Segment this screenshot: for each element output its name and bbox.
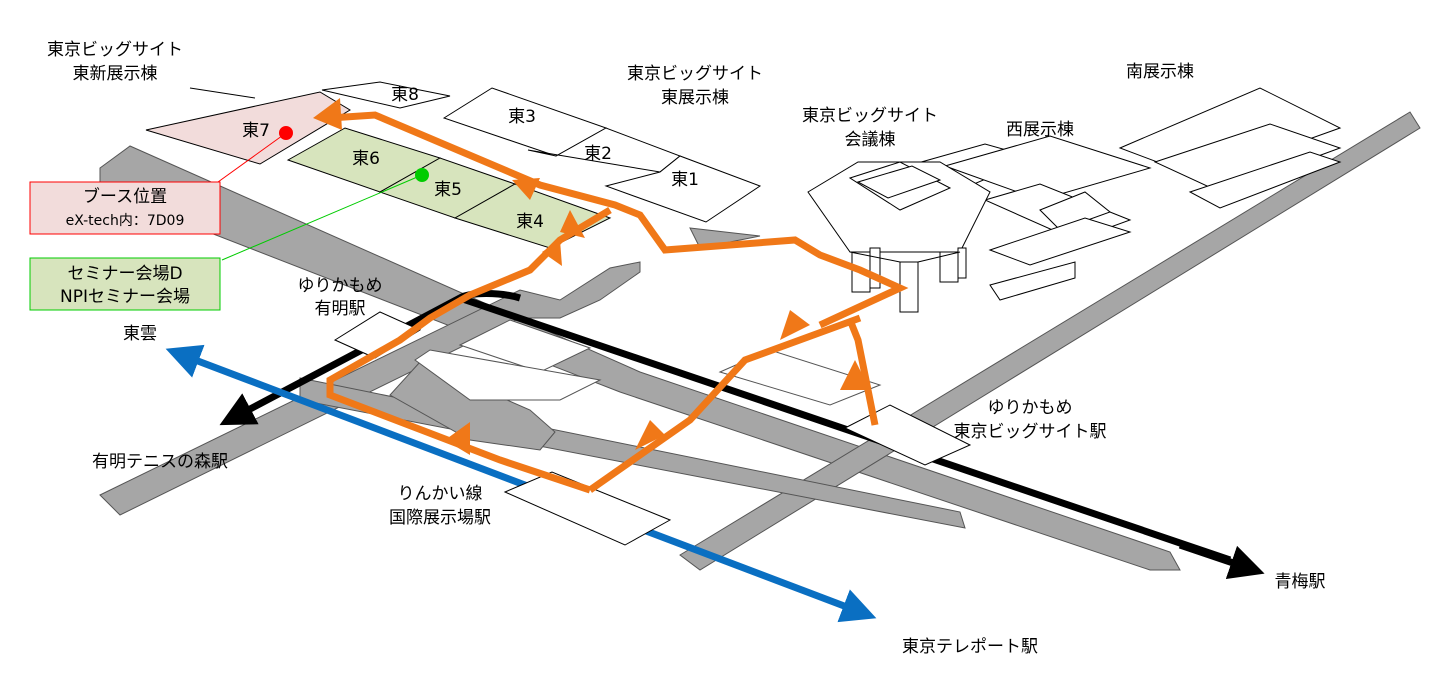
west-hall-5 xyxy=(988,217,1132,266)
dest-aomi: 青梅駅 xyxy=(1275,572,1326,592)
route-arrow-6 xyxy=(635,420,665,450)
road-upper xyxy=(99,145,1181,571)
south-hall-3 xyxy=(1188,151,1342,209)
booth-box xyxy=(29,181,221,235)
hall-label-e6: 東6 xyxy=(352,149,380,169)
east-new-title-1: 東京ビッグサイト xyxy=(47,40,183,60)
route-arrow-4 xyxy=(542,240,562,266)
station-rinkai-2: 国際展示場駅 xyxy=(389,508,491,528)
hall-label-e8: 東8 xyxy=(391,85,419,105)
hall-label-e5: 東5 xyxy=(434,180,462,200)
south-title: 南展示棟 xyxy=(1126,62,1194,82)
route-from-bigsight-station xyxy=(846,318,879,426)
hall-label-e1: 東1 xyxy=(671,170,699,190)
booth-leader xyxy=(217,132,287,183)
west-title: 西展示棟 xyxy=(1006,120,1074,140)
route-from-rinkai-north xyxy=(587,314,862,493)
conference-title-2: 会議棟 xyxy=(845,130,896,150)
seminar-line-1: セミナー会場D xyxy=(67,264,182,284)
seminar-line-2: NPIセミナー会場 xyxy=(60,287,190,307)
station-ariake-2: 有明駅 xyxy=(315,299,366,319)
hall-label-e3: 東3 xyxy=(508,107,536,127)
east-new-leader xyxy=(189,87,256,99)
station-rinkai-kokusai xyxy=(503,471,672,546)
booth-title: ブース位置 xyxy=(83,186,167,207)
route-from-ariake-loop xyxy=(326,206,612,494)
hall-east-7 xyxy=(145,91,351,165)
seminar-box xyxy=(29,257,221,311)
dest-ariake-tennis: 有明テニスの森駅 xyxy=(92,452,228,472)
hall-label-e2: 東2 xyxy=(584,144,612,164)
east-title-2: 東展示棟 xyxy=(661,88,729,108)
hall-east-1 xyxy=(604,155,762,223)
south-hall-2 xyxy=(1153,123,1342,193)
station-yurikamome-ariake xyxy=(333,311,422,359)
route-arrow-7 xyxy=(780,310,810,340)
route-arrow-2 xyxy=(512,178,540,200)
route-arrow-5 xyxy=(445,422,470,455)
conference-tower xyxy=(807,161,991,313)
hall-east-8 xyxy=(321,81,451,109)
hall-label-e4: 東4 xyxy=(516,212,544,232)
west-hall-2 xyxy=(943,135,1152,201)
conference-title-1: 東京ビッグサイト xyxy=(802,106,938,126)
station-bigsight-1: ゆりかもめ xyxy=(988,398,1073,418)
route-east-outer xyxy=(329,111,909,329)
station-rinkai-1: りんかい線 xyxy=(398,484,483,504)
station-bigsight-2: 東京ビッグサイト駅 xyxy=(954,422,1107,442)
hall-label-e7: 東7 xyxy=(242,121,270,141)
dest-shinonome: 東雲 xyxy=(123,324,157,344)
west-hall-6 xyxy=(989,261,1076,301)
dest-teleport: 東京テレポート駅 xyxy=(902,637,1038,657)
route-arrows xyxy=(313,98,870,455)
east-title-1: 東京ビッグサイト xyxy=(627,64,763,84)
station-ariake-1: ゆりかもめ xyxy=(298,276,383,296)
route-arrow-8 xyxy=(840,360,870,390)
route-arrow-1 xyxy=(313,98,342,130)
booth-detail: eX-tech内：7D09 xyxy=(66,213,185,229)
route-arrow-3 xyxy=(560,210,585,238)
seminar-leader xyxy=(221,174,423,261)
rinkai-line xyxy=(165,344,877,623)
west-south-halls xyxy=(898,87,1342,301)
west-hall-4 xyxy=(1039,191,1112,231)
yurikamome-to-aomi xyxy=(1178,541,1265,579)
walking-routes xyxy=(326,111,909,494)
east-new-title-2: 東新展示棟 xyxy=(73,64,158,84)
hall-east-2 xyxy=(527,127,681,173)
